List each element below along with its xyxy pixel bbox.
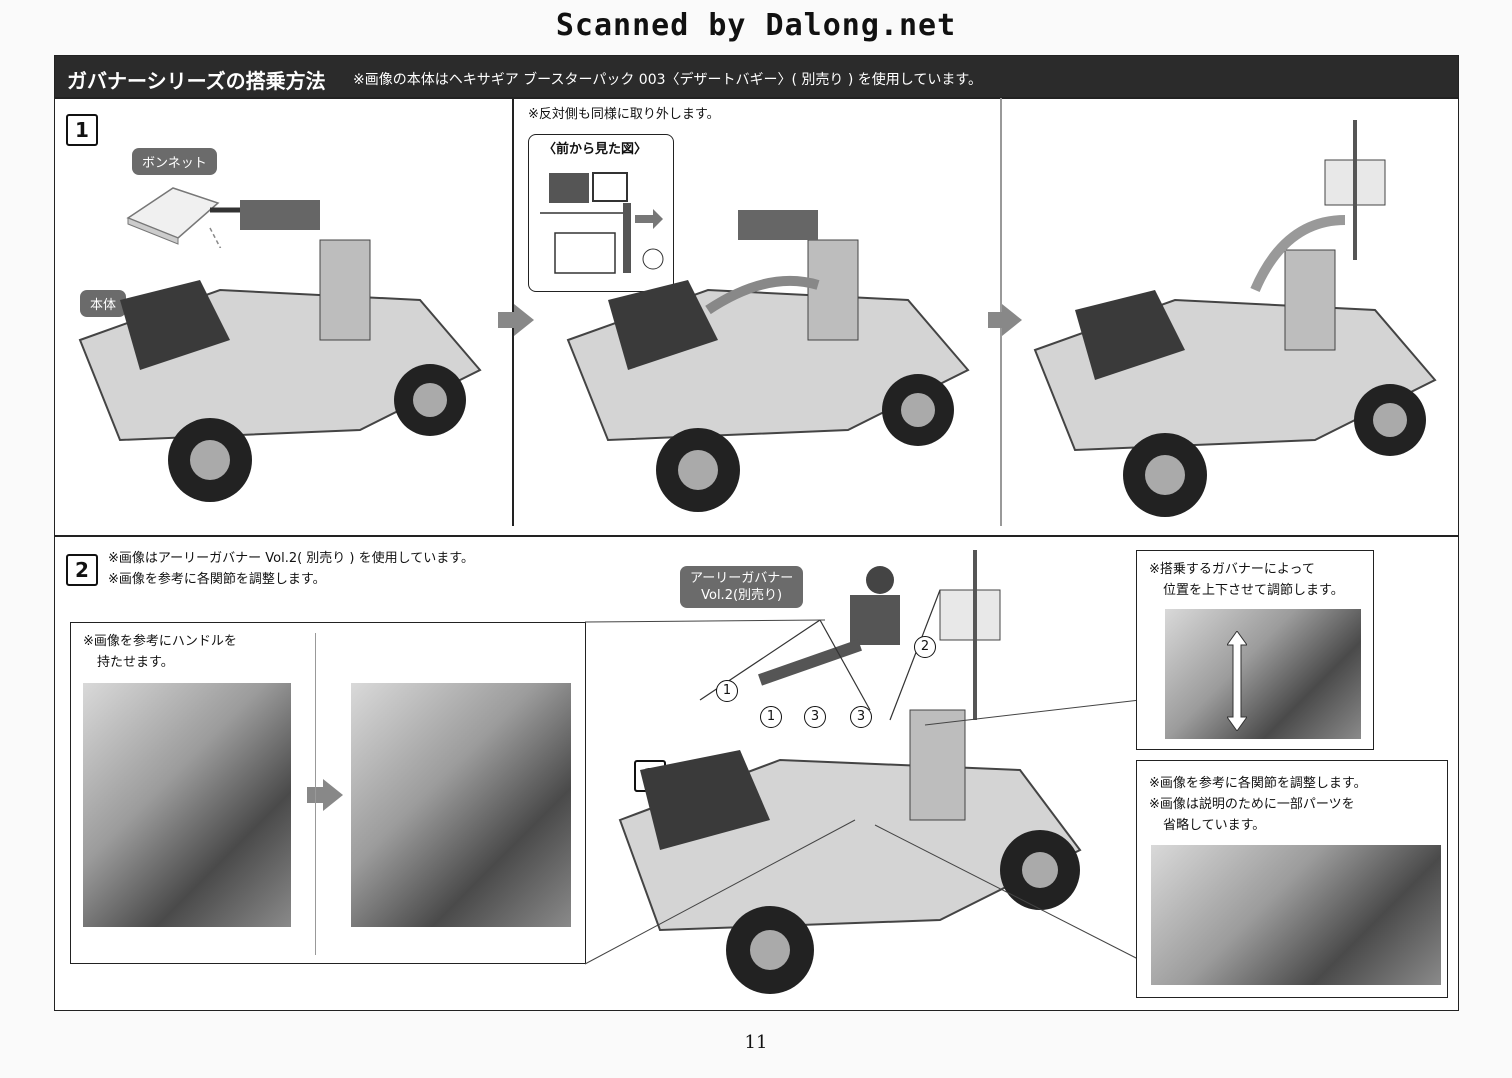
callout-1a: 1	[716, 680, 738, 702]
step2-note-1: ※画像はアーリーガバナー Vol.2( 別売り ) を使用しています。	[108, 551, 474, 566]
handle-arrow	[323, 779, 343, 811]
handle-inset-divider	[315, 633, 316, 955]
handle-inset: ※画像を参考にハンドルを 持たせます。	[70, 622, 586, 964]
connector-lines	[585, 619, 1141, 965]
figure-label: アーリーガバナー Vol.2(別売り)	[680, 566, 804, 608]
adjust-inset: ※画像を参考に各関節を調整します。 ※画像は説明のために一部パーツを 省略してい…	[1136, 760, 1448, 998]
front-view-inset: 〈前から見た図〉	[528, 134, 674, 292]
position-inset-line-1: ※搭乗するガバナーによって	[1149, 562, 1315, 577]
handle-photo-after	[351, 683, 571, 927]
position-inset: ※搭乗するガバナーによって 位置を上下させて調節します。	[1136, 550, 1374, 750]
position-inset-line-2: 位置を上下させて調節します。	[1163, 583, 1344, 598]
callout-1b: 1	[760, 706, 782, 728]
page-number: 11	[744, 1032, 768, 1053]
bonnet-part-illustration	[126, 187, 222, 248]
section-header: ガバナーシリーズの搭乗方法 ※画像の本体はヘキサギア ブースターパック 003〈…	[55, 56, 1458, 98]
buggy-illustration-3	[1033, 120, 1437, 517]
body-label: 本体	[80, 290, 127, 317]
up-down-arrow-icon	[1227, 631, 1247, 731]
section-note: ※画像の本体はヘキサギア ブースターパック 003〈デザートバギー〉( 別売り …	[353, 72, 982, 88]
figure-label-line-1: アーリーガバナー	[690, 571, 794, 586]
header-divider	[55, 97, 1458, 99]
adjust-inset-line-1: ※画像を参考に各関節を調整します。	[1149, 776, 1367, 791]
adjust-inset-line-3: 省略しています。	[1163, 818, 1266, 833]
handle-inset-line-1: ※画像を参考にハンドルを	[83, 634, 237, 649]
step-divider	[55, 535, 1458, 537]
adjust-inset-line-2: ※画像は説明のために一部パーツを	[1149, 797, 1355, 812]
bonnet-label: ボンネット	[132, 148, 217, 175]
buggy-illustration-1	[78, 200, 482, 502]
buggy-with-figure-illustration	[618, 550, 1082, 994]
step-arrow-2	[1002, 304, 1022, 336]
other-side-note: ※反対側も同様に取り外します。	[528, 107, 720, 122]
step-arrow-1	[514, 304, 534, 336]
figure-label-line-2: Vol.2(別売り)	[701, 588, 783, 603]
position-photo	[1165, 609, 1361, 739]
callout-3a: 3	[804, 706, 826, 728]
step2-note-2: ※画像を参考に各関節を調整します。	[108, 572, 326, 587]
callout-3b: 3	[850, 706, 872, 728]
front-view-drawing	[540, 172, 664, 274]
step2-number: 2	[66, 554, 98, 586]
section-title: ガバナーシリーズの搭乗方法	[67, 69, 326, 93]
handle-photo-before	[83, 683, 291, 927]
step1-number: 1	[66, 114, 98, 146]
adjust-photo	[1151, 845, 1441, 985]
step-arrow-shaft-1	[498, 312, 514, 328]
scan-watermark: Scanned by Dalong.net	[555, 8, 957, 43]
front-view-title: 〈前から見た図〉	[543, 142, 648, 157]
buggy-illustration-2	[566, 210, 970, 512]
step-arrow-shaft-2	[988, 312, 1002, 328]
callout-2: 2	[914, 636, 936, 658]
handle-inset-line-2: 持たせます。	[97, 655, 174, 670]
